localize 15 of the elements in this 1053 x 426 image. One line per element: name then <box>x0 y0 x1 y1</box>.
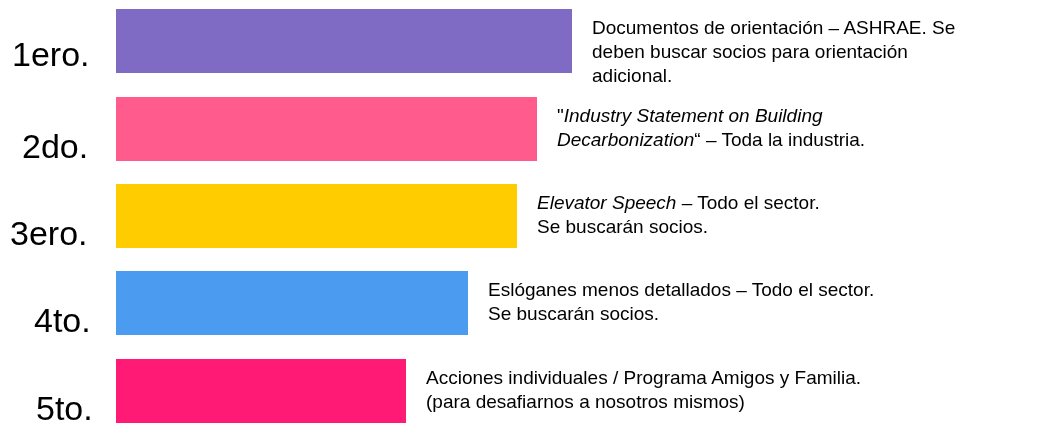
ranking-bar <box>116 9 572 73</box>
ranking-bar <box>116 184 517 248</box>
ranking-bar <box>116 271 468 335</box>
ranking-bar <box>116 359 406 423</box>
description-text: Elevator Speech – Todo el sector. Se buscarán socios. <box>537 191 821 239</box>
description-text: Documentos de orientación – ASHRAE. Se deben buscar socios para orientación adicional. <box>592 16 957 88</box>
description-text: Eslóganes menos detallados – Todo el sector. Se buscarán socios. <box>488 278 876 326</box>
rank-label: 5to. <box>36 389 93 426</box>
rank-label: 2do. <box>22 127 89 166</box>
rank-label: 3ero. <box>10 214 88 253</box>
ranking-bar <box>116 97 537 161</box>
rank-label: 4to. <box>34 301 91 340</box>
description-text: "Industry Statement on Building Decarbonization“ – Toda la industria. <box>557 104 867 152</box>
rank-label: 1ero. <box>12 35 90 74</box>
description-text: Acciones individuales / Programa Amigos y Familia. (para desafiarnos a nosotros mismos) <box>426 366 863 414</box>
